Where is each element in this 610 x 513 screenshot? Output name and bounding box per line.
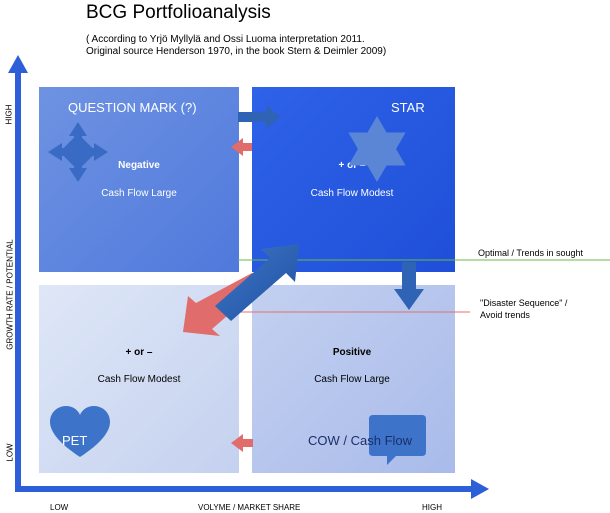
x-axis bbox=[15, 479, 489, 499]
x-axis-high-label: HIGH bbox=[422, 503, 442, 512]
arrow-star-to-question bbox=[231, 138, 252, 156]
star-icon bbox=[348, 116, 406, 182]
y-axis bbox=[8, 55, 28, 490]
x-axis-title: VOLYME / MARKET SHARE bbox=[198, 503, 301, 512]
arrow-star-to-cow bbox=[394, 262, 424, 310]
arrow-cow-to-pet bbox=[231, 434, 253, 452]
question-mark-cash-flow: Cash Flow Large bbox=[101, 188, 177, 199]
subtitle-line-2: Original source Henderson 1970, in the b… bbox=[86, 46, 387, 57]
x-axis-low-label: LOW bbox=[50, 503, 69, 512]
y-axis-low-label: LOW bbox=[5, 443, 15, 462]
heart-icon bbox=[50, 406, 110, 457]
pet-flow-sign: + or – bbox=[125, 347, 153, 358]
question-mark-quadrant: QUESTION MARK (?) Negative Cash Flow Lar… bbox=[39, 87, 239, 272]
disaster-annotation-line-2: Avoid trends bbox=[480, 310, 530, 320]
cow-cash-flow: Cash Flow Large bbox=[314, 374, 390, 385]
star-cash-flow: Cash Flow Modest bbox=[310, 188, 394, 199]
question-mark-flow-sign: Negative bbox=[118, 160, 160, 171]
cow-flow-sign: Positive bbox=[332, 347, 372, 358]
four-way-arrows-icon bbox=[48, 122, 108, 182]
subtitle-line-1: ( According to Yrjö Myllylä and Ossi Luo… bbox=[86, 34, 365, 45]
arrow-optimal-to-star bbox=[215, 244, 299, 321]
star-label: STAR bbox=[391, 100, 425, 115]
pet-label: PET bbox=[62, 433, 88, 448]
y-axis-high-label: HIGH bbox=[4, 104, 14, 125]
cow-label: COW / Cash Flow bbox=[308, 433, 413, 448]
pet-cash-flow: Cash Flow Modest bbox=[97, 374, 181, 385]
y-axis-title: GROWTH RATE / POTENTIAL bbox=[5, 239, 15, 350]
disaster-annotation-line-1: "Disaster Sequence" / bbox=[480, 298, 568, 308]
speech-bubble-icon bbox=[369, 415, 426, 465]
arrow-question-to-star bbox=[238, 105, 280, 129]
question-mark-label: QUESTION MARK (?) bbox=[68, 100, 197, 115]
page-title: BCG Portfolioanalysis bbox=[86, 2, 271, 23]
optimal-annotation: Optimal / Trends in sought bbox=[478, 248, 584, 258]
